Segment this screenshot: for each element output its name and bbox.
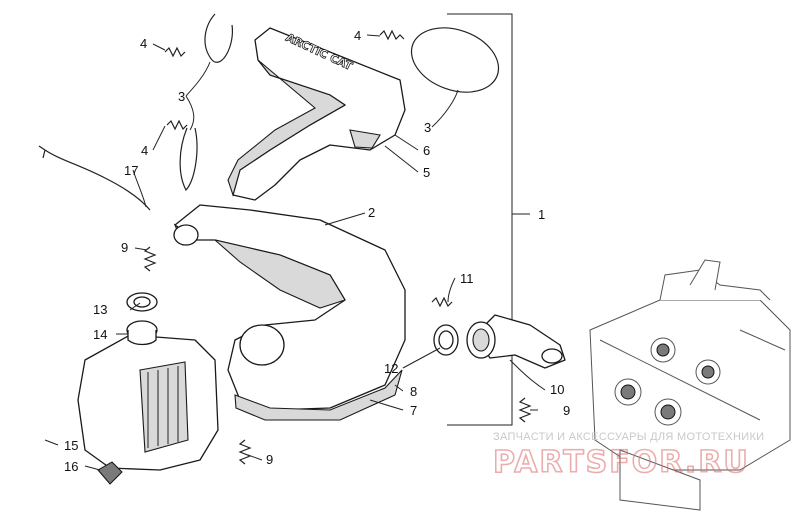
callout-7: 7 <box>410 403 417 418</box>
spring-part-9-right <box>518 397 532 423</box>
callout-1: 1 <box>538 207 545 222</box>
callout-2: 2 <box>368 205 375 220</box>
cable-part-17 <box>44 149 151 211</box>
callout-6: 6 <box>423 143 430 158</box>
callout-15: 15 <box>64 438 78 453</box>
spring-part-4-top <box>379 29 405 41</box>
callout-4-upper-left: 4 <box>140 36 147 51</box>
heat-shield-upper: ARCTIC CAT <box>227 27 406 201</box>
exhaust-manifold-part-10 <box>466 314 566 369</box>
callout-9-bottom: 9 <box>266 452 273 467</box>
callout-13: 13 <box>93 302 107 317</box>
callout-8: 8 <box>410 384 417 399</box>
callout-3-right: 3 <box>424 120 431 135</box>
callout-17: 17 <box>124 163 138 178</box>
callout-4-top: 4 <box>354 28 361 43</box>
muffler-part-14 <box>77 320 219 485</box>
watermark: ЗАПЧАСТИ И АКСЕССУАРЫ ДЛЯ МОТОТЕХНИКИ PA… <box>492 431 764 481</box>
expansion-chamber <box>173 204 406 421</box>
watermark-logo: PARTSFOR.RU <box>493 445 750 480</box>
callout-11: 11 <box>460 271 474 286</box>
callout-4-mid-left: 4 <box>141 143 148 158</box>
gasket-inner-part-12 <box>438 330 454 350</box>
spring-part-4-upper <box>164 46 186 58</box>
cable-end-part-17 <box>38 145 46 159</box>
watermark-caption: ЗАПЧАСТИ И АКСЕССУАРЫ ДЛЯ МОТОТЕХНИКИ <box>493 431 764 443</box>
spring-part-11 <box>431 296 453 308</box>
callout-5: 5 <box>423 165 430 180</box>
callout-3-left: 3 <box>178 89 185 104</box>
callout-labels: 1 2 3 3 4 4 4 5 6 7 8 9 9 9 10 11 12 13 … <box>64 28 570 474</box>
leader-lines <box>44 34 546 471</box>
strap-part-3-lower <box>179 127 198 192</box>
spring-part-4-mid <box>166 119 188 131</box>
callout-16: 16 <box>64 459 78 474</box>
callout-12: 12 <box>384 361 398 376</box>
callout-9-left: 9 <box>121 240 128 255</box>
callout-9-right: 9 <box>563 403 570 418</box>
callout-14: 14 <box>93 327 107 342</box>
spring-part-9-bottom <box>238 439 252 465</box>
strap-part-3-upper <box>204 13 234 63</box>
engine-block <box>589 259 791 511</box>
callout-10: 10 <box>550 382 564 397</box>
bracket-part-1 <box>447 13 530 426</box>
strap-part-3-ring <box>410 27 500 93</box>
spring-part-9-left <box>143 246 157 272</box>
